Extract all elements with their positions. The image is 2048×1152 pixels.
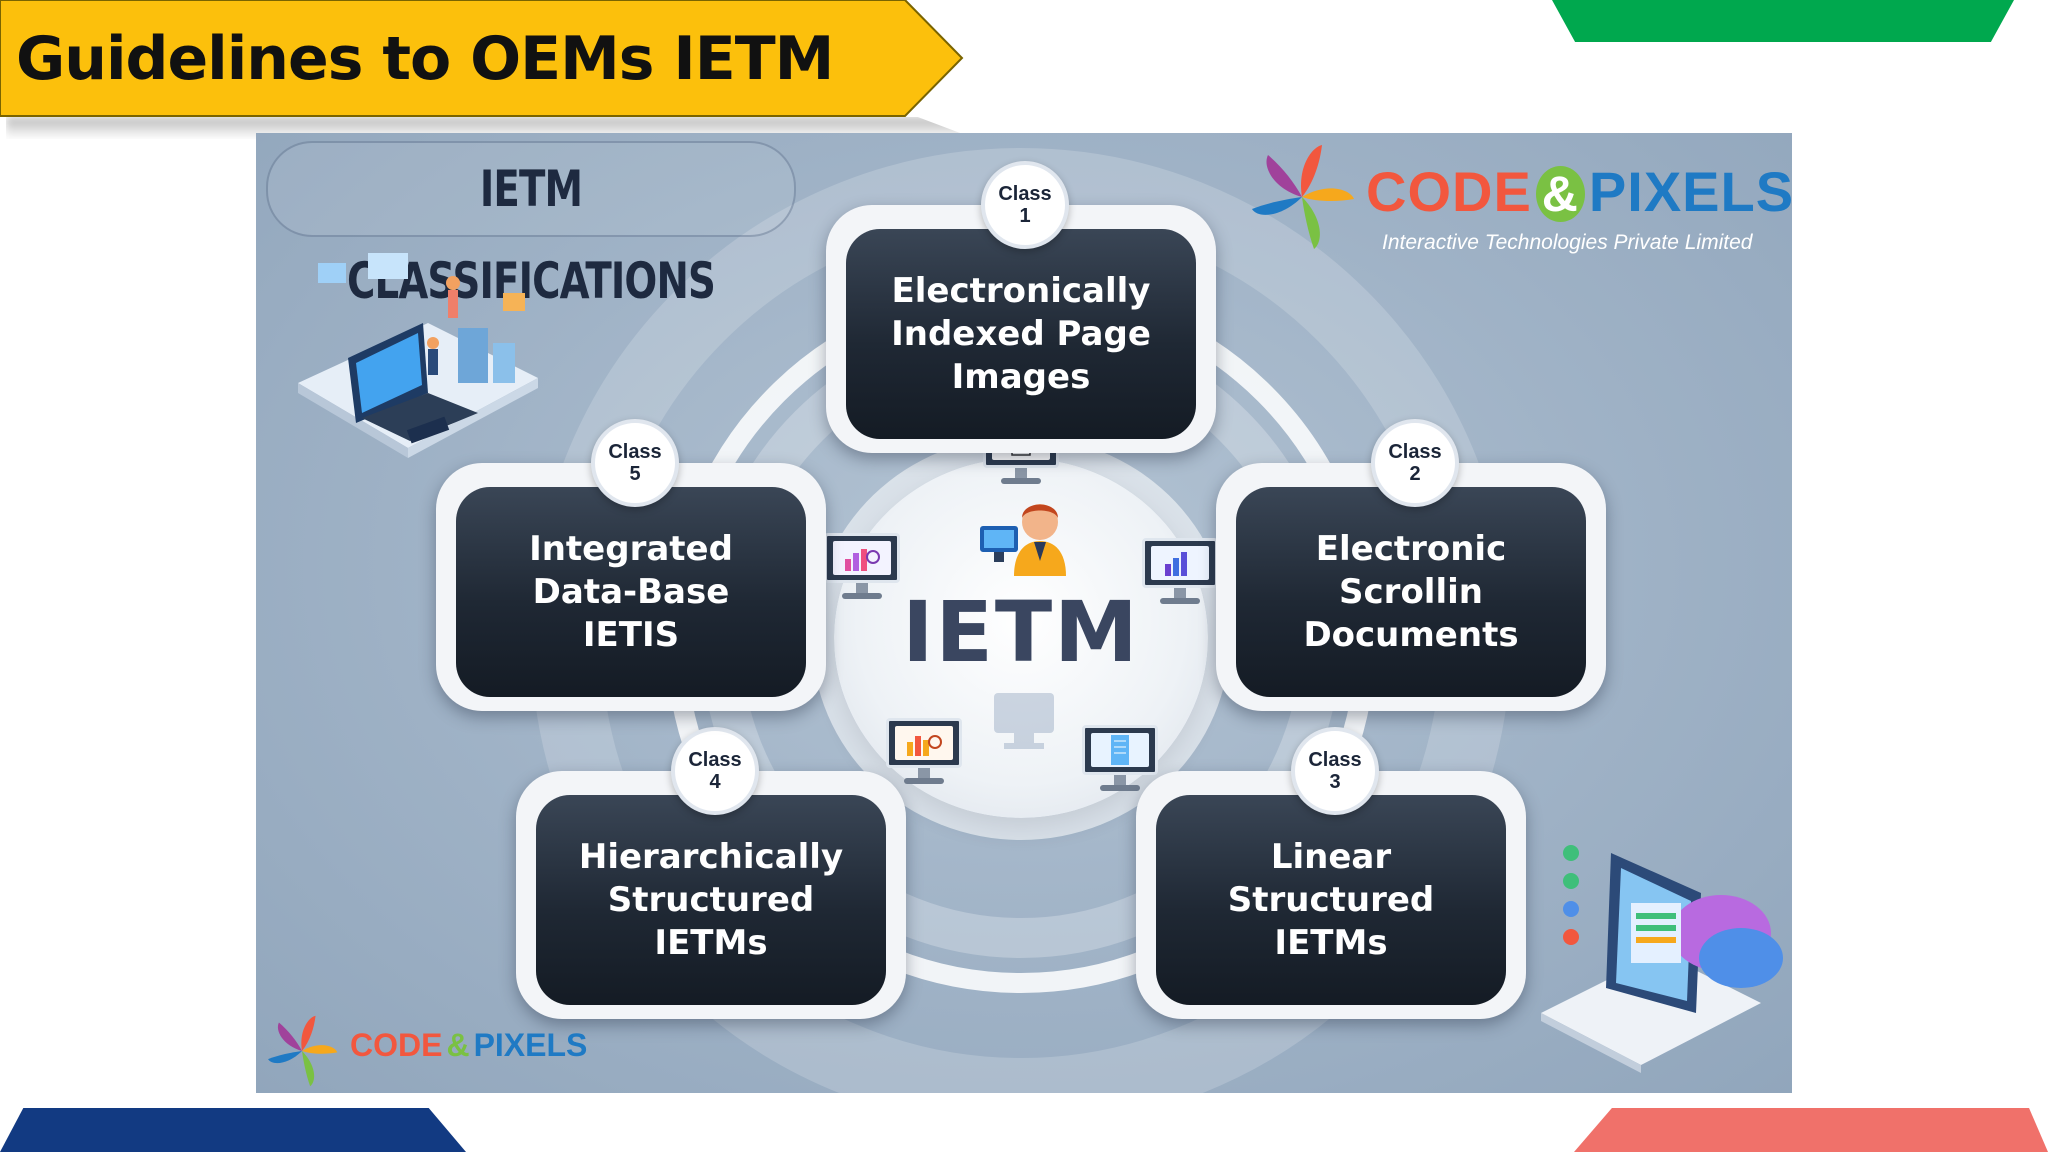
ietm-classifications-infographic: IETM CLASSIFICATIONS — [256, 133, 1792, 1093]
class-5-badge-label: Class — [608, 441, 662, 463]
monitor-chart-icon — [1140, 538, 1220, 608]
class-card-2: Electronic Scrollin Documents Class 2 — [1216, 419, 1606, 711]
class-4-badge: Class 4 — [671, 727, 759, 815]
class-3-text: Linear Structured IETMs — [1227, 836, 1435, 963]
monitor-analytics-icon — [822, 533, 902, 603]
brand-subtitle: Interactive Technologies Private Limited — [1382, 231, 1753, 254]
cloud-laptop-illustration — [1541, 845, 1783, 1073]
brand-name-pixels: PIXELS — [1588, 160, 1792, 223]
monitor-analytics-icon — [884, 718, 964, 788]
faded-computer-illustration — [994, 693, 1054, 749]
class-2-text: Electronic Scrollin Documents — [1303, 528, 1519, 655]
corner-accent-green — [1552, 0, 2014, 42]
pinwheel-logo-icon — [268, 1015, 338, 1087]
class-2-badge-number: 2 — [1409, 463, 1421, 485]
class-5-text: Integrated Data-Base IETIS — [529, 528, 733, 655]
slide-title: Guidelines to OEMs IETM — [16, 24, 834, 94]
class-1-text: Electronically Indexed Page Images — [891, 270, 1151, 397]
class-card-4: Hierarchically Structured IETMs Class 4 — [516, 727, 906, 1019]
brand-small-name: CODE&PIXELS — [350, 1027, 587, 1064]
brand-small-pixels: PIXELS — [473, 1027, 588, 1063]
hub-label: IETM — [902, 583, 1140, 681]
corner-accent-blue — [0, 1108, 466, 1152]
user-at-computer-icon — [980, 504, 1066, 576]
class-4-text: Hierarchically Structured IETMs — [578, 836, 844, 963]
class-1-badge-number: 1 — [1019, 205, 1031, 227]
brand-logo-small: CODE&PIXELS — [264, 1013, 624, 1087]
pinwheel-logo-icon — [1252, 145, 1354, 249]
monitor-list-icon — [1080, 725, 1160, 795]
class-5-badge-number: 5 — [629, 463, 641, 485]
class-card-1: Electronically Indexed Page Images Class… — [826, 161, 1216, 453]
class-4-badge-number: 4 — [709, 771, 721, 793]
class-1-badge: Class 1 — [981, 161, 1069, 249]
brand-small-amp: & — [446, 1027, 470, 1063]
brand-name-code: CODE — [1366, 160, 1532, 223]
class-card-3: Linear Structured IETMs Class 3 — [1136, 727, 1526, 1019]
class-5-badge: Class 5 — [591, 419, 679, 507]
infographic-heading: IETM CLASSIFICATIONS — [347, 160, 716, 310]
class-1-badge-label: Class — [998, 183, 1052, 205]
class-2-badge-label: Class — [1388, 441, 1442, 463]
corner-accent-red — [1574, 1108, 2048, 1152]
heading-pill: IETM CLASSIFICATIONS — [266, 141, 796, 310]
class-card-5: Integrated Data-Base IETIS Class 5 — [436, 419, 826, 711]
brand-name: CODE&PIXELS — [1366, 159, 1792, 224]
class-4-badge-label: Class — [688, 749, 742, 771]
class-3-badge-number: 3 — [1329, 771, 1341, 793]
brand-logo: CODE&PIXELS Interactive Technologies Pri… — [1246, 141, 1792, 256]
class-3-badge: Class 3 — [1291, 727, 1379, 815]
class-2-badge: Class 2 — [1371, 419, 1459, 507]
brand-small-code: CODE — [350, 1027, 443, 1063]
laptop-isometric-illustration — [298, 253, 538, 458]
brand-name-amp: & — [1535, 166, 1585, 222]
title-banner — [0, 0, 964, 117]
class-3-badge-label: Class — [1308, 749, 1362, 771]
